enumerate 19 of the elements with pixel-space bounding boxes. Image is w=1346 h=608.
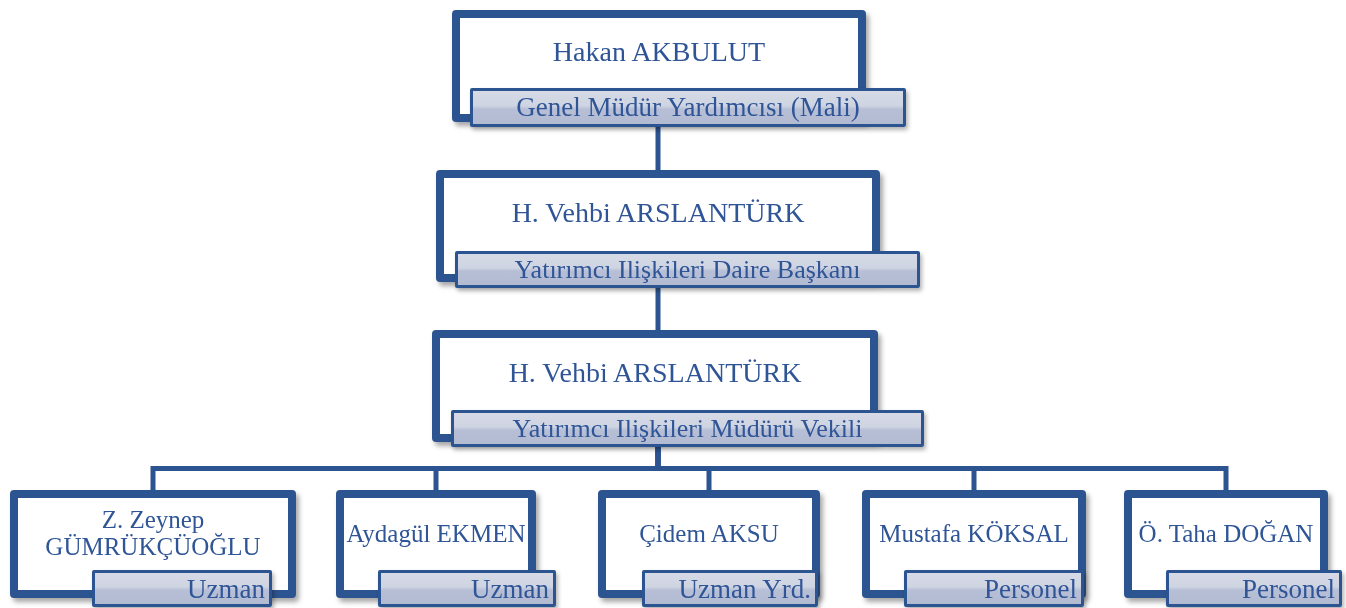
job-title-bar: Uzman [378, 570, 556, 607]
person-name: Çidem AKSU [639, 519, 779, 547]
person-name: Z. Zeynep GÜMRÜKÇÜOĞLU [44, 506, 262, 560]
job-title-bar: Genel Müdür Yardımcısı (Mali) [470, 88, 906, 127]
person-name: H. Vehbi ARSLANTÜRK [508, 357, 802, 389]
job-title-bar: Uzman [92, 570, 272, 607]
person-name: H. Vehbi ARSLANTÜRK [511, 198, 805, 229]
connector-line [655, 288, 661, 330]
job-title-bar: Personel [904, 570, 1084, 607]
person-name: Hakan AKBULUT [552, 36, 766, 68]
person-name: Aydagül EKMEN [346, 519, 526, 547]
connector-line [655, 127, 661, 170]
person-name: Mustafa KÖKSAL [879, 519, 1069, 547]
connector-line [655, 447, 1229, 490]
person-name: Ö. Taha DOĞAN [1138, 519, 1314, 547]
job-title-bar: Yatırımcı Ilişkileri Müdürü Vekili [451, 410, 924, 447]
job-title-bar: Uzman Yrd. [642, 570, 818, 607]
job-title-bar: Yatırımcı Ilişkileri Daire Başkanı [455, 251, 920, 288]
job-title-bar: Personel [1166, 570, 1342, 607]
